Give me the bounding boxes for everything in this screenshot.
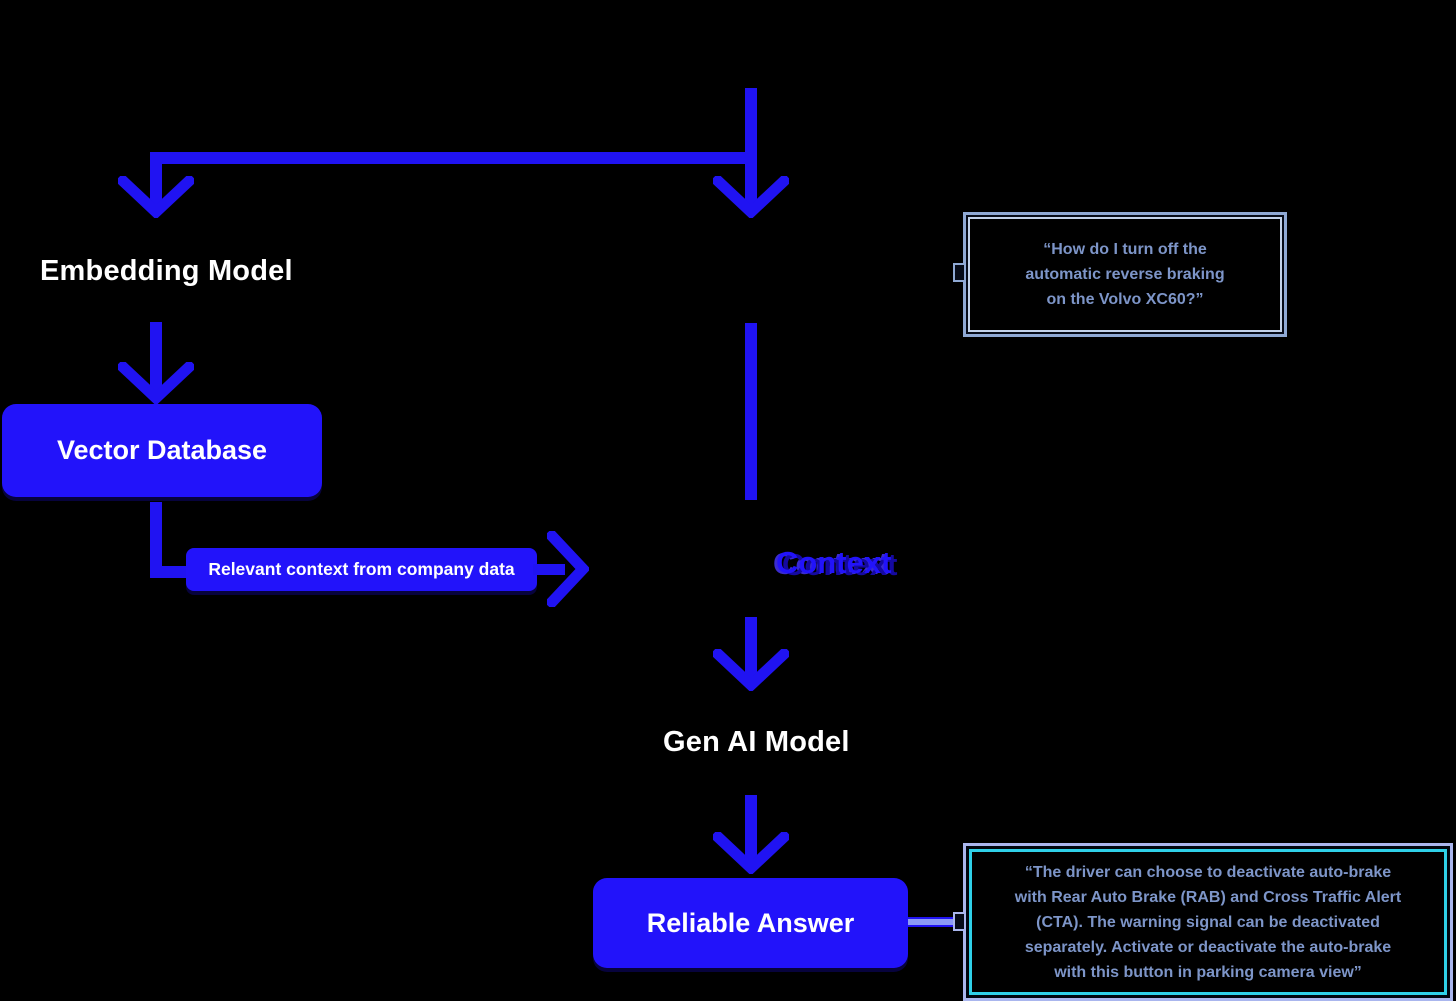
flow-line-top-stem bbox=[745, 88, 757, 212]
answer-line: “The driver can choose to deactivate aut… bbox=[1024, 863, 1392, 881]
flow-line-context-to-genai bbox=[745, 617, 757, 685]
question-line: automatic reverse braking bbox=[1025, 266, 1225, 283]
answer-callout-notch bbox=[953, 912, 964, 931]
answer-line: with this button in parking camera view” bbox=[1054, 963, 1362, 981]
question-callout: “How do I turn off the automatic reverse… bbox=[963, 212, 1287, 337]
flow-line-vectordb-elbow-horizontal bbox=[150, 566, 190, 578]
arrowhead-down-icon bbox=[118, 362, 194, 404]
vector-database-label: Vector Database bbox=[56, 435, 268, 465]
question-callout-notch bbox=[953, 263, 964, 282]
flow-line-context-feed bbox=[533, 564, 565, 575]
relevant-context-label: Relevant context from company data bbox=[208, 559, 515, 579]
flow-line-vectordb-elbow-vertical bbox=[150, 502, 162, 578]
arrowhead-down-icon bbox=[118, 176, 194, 218]
flow-line-genai-to-answer bbox=[745, 795, 757, 868]
answer-callout: “The driver can choose to deactivate aut… bbox=[963, 843, 1453, 1001]
arrowhead-down-icon bbox=[713, 649, 789, 691]
arrowhead-right-icon bbox=[547, 531, 589, 607]
gen-ai-model-label: Gen AI Model bbox=[663, 726, 850, 758]
question-line: on the Volvo XC60?” bbox=[1046, 291, 1204, 308]
flow-line-left-stem bbox=[150, 152, 162, 212]
answer-line: (CTA). The warning signal can be deactiv… bbox=[1036, 913, 1380, 931]
question-line: “How do I turn off the bbox=[1043, 241, 1207, 258]
flow-line-answer-connector bbox=[908, 917, 965, 927]
answer-line: separately. Activate or deactivate the a… bbox=[1024, 938, 1392, 956]
flow-line-embedding-to-vectordb bbox=[150, 322, 162, 398]
embedding-model-label: Embedding Model bbox=[40, 255, 293, 287]
relevant-context-box: Relevant context from company data bbox=[186, 548, 537, 591]
flow-line-branch-horizontal bbox=[150, 152, 757, 164]
answer-line: with Rear Auto Brake (RAB) and Cross Tra… bbox=[1014, 888, 1402, 906]
context-label: Context bbox=[776, 545, 892, 580]
arrowhead-down-icon bbox=[713, 832, 789, 874]
reliable-answer-label: Reliable Answer bbox=[646, 907, 855, 938]
arrowhead-down-icon bbox=[713, 176, 789, 218]
reliable-answer-box: Reliable Answer bbox=[593, 878, 908, 968]
flow-line-question-to-context bbox=[745, 323, 757, 500]
vector-database-box: Vector Database bbox=[2, 404, 322, 497]
